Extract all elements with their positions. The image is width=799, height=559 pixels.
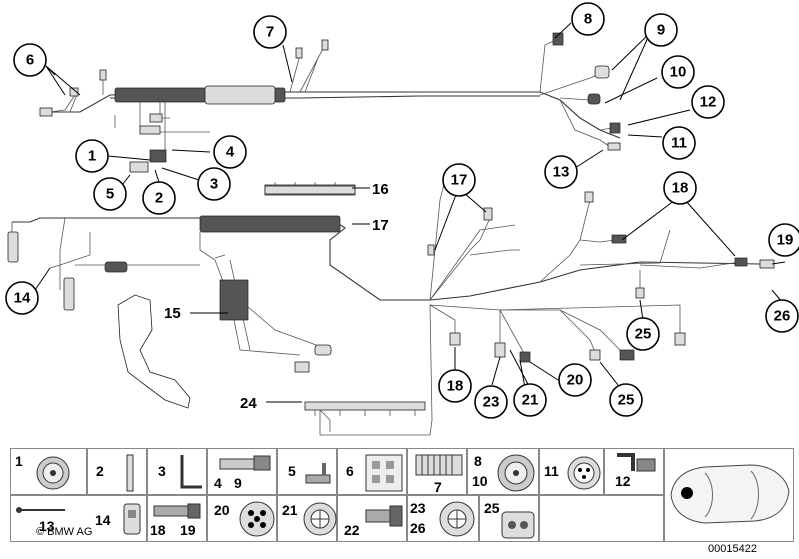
- part-15-bracket: [117, 294, 191, 409]
- main-harness: [7, 179, 775, 436]
- legend-cell-18-19: 18 19: [147, 495, 207, 542]
- part-24-rail: [304, 401, 426, 416]
- svg-text:1: 1: [88, 148, 96, 165]
- copyright: © BMW AG: [36, 526, 93, 538]
- label-15: 15: [164, 305, 181, 322]
- legend-cell-7: 7: [407, 448, 467, 495]
- legend-cell-12: 12: [604, 448, 664, 495]
- legend-cell-8-10: 8 10: [467, 448, 539, 495]
- callout-18-top: 17: [442, 163, 476, 197]
- svg-text:10: 10: [670, 64, 687, 81]
- svg-text:6: 6: [26, 52, 34, 69]
- callout-2: 2: [142, 181, 176, 215]
- legend-cell-2: 2: [87, 448, 147, 495]
- callout-11: 11: [662, 126, 696, 160]
- legend-cell-23-26: 23 26: [407, 495, 479, 542]
- callout-6: 6: [13, 43, 47, 77]
- legend-cell-4-9: 4 9: [207, 448, 277, 495]
- leader-lines: [32, 22, 786, 403]
- svg-text:3: 3: [210, 176, 218, 193]
- svg-text:5: 5: [106, 186, 114, 203]
- svg-text:26: 26: [774, 308, 791, 325]
- svg-text:25: 25: [635, 326, 652, 343]
- legend-cell-3: 3: [147, 448, 207, 495]
- callout-20: 19: [768, 223, 799, 257]
- callout-12: 12: [691, 85, 725, 119]
- svg-text:18: 18: [672, 180, 689, 197]
- top-harness: [39, 32, 621, 173]
- parts-legend: 1 2 3 4 9 5 6 7 8 10 11 12 13 14: [10, 448, 664, 542]
- legend-cell-25: 25: [479, 495, 539, 542]
- callout-9: 9: [644, 13, 678, 47]
- legend-cell-13-14: 13 14: [10, 495, 147, 542]
- svg-text:9: 9: [657, 22, 665, 39]
- label-17: 17: [372, 217, 389, 234]
- callout-8: 8: [571, 2, 605, 36]
- document-number: 00015422: [708, 543, 757, 555]
- svg-text:21: 21: [522, 392, 539, 409]
- svg-text:19: 19: [777, 232, 794, 249]
- svg-text:12: 12: [700, 94, 717, 111]
- callout-1: 1: [75, 139, 109, 173]
- label-24: 24: [240, 395, 257, 412]
- callout-19: 18: [663, 171, 697, 205]
- callout-13: 13: [544, 155, 578, 189]
- callout-26: 26: [765, 299, 799, 333]
- svg-text:25: 25: [618, 392, 635, 409]
- svg-text:18: 18: [447, 378, 464, 395]
- svg-text:11: 11: [671, 135, 687, 152]
- legend-cell-5: 5: [277, 448, 337, 495]
- legend-cell-empty: [539, 495, 664, 542]
- callout-5: 5: [93, 177, 127, 211]
- svg-text:14: 14: [14, 290, 31, 307]
- callout-10: 10: [661, 55, 695, 89]
- legend-cell-1: 1: [10, 448, 87, 495]
- legend-cell-11: 11: [539, 448, 604, 495]
- callout-25-top: 25: [626, 317, 660, 351]
- svg-text:4: 4: [226, 144, 235, 161]
- callout-22: 21: [513, 383, 547, 417]
- legend-cell-6: 6: [337, 448, 407, 495]
- svg-text:17: 17: [451, 172, 468, 189]
- svg-text:13: 13: [553, 164, 570, 181]
- vehicle-locator: [664, 448, 794, 542]
- callout-23: 23: [474, 385, 508, 419]
- locator-dot-icon: [681, 487, 693, 499]
- svg-text:2: 2: [155, 190, 163, 207]
- legend-cell-21: 21: [277, 495, 337, 542]
- callout-4: 4: [213, 135, 247, 169]
- callout-21: 20: [558, 363, 592, 397]
- svg-text:8: 8: [584, 11, 592, 28]
- callout-25-bottom: 25: [609, 383, 643, 417]
- svg-text:7: 7: [266, 24, 274, 41]
- callout-7: 7: [253, 15, 287, 49]
- callout-18-bottom: 18: [438, 369, 472, 403]
- callout-14: 14: [5, 281, 39, 315]
- callout-3: 3: [197, 167, 231, 201]
- svg-text:20: 20: [567, 372, 584, 389]
- legend-cell-20: 20: [207, 495, 277, 542]
- legend-cell-22: 22: [337, 495, 407, 542]
- part-16-rail: [264, 182, 356, 195]
- label-16: 16: [372, 181, 389, 198]
- svg-text:23: 23: [483, 394, 500, 411]
